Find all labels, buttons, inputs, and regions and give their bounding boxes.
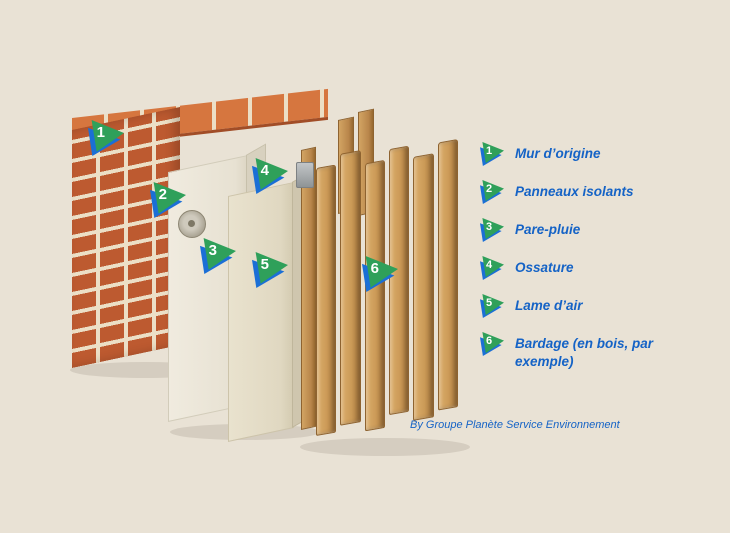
marker-number: 1 [96,123,105,141]
cladding-plank [364,159,385,432]
legend-item-label: Panneaux isolants [515,184,634,199]
legend-item-label: Pare-pluie [515,222,581,237]
diagram-marker-2: 2 [150,182,186,218]
marker-number: 3 [486,220,493,233]
mounting-bracket [296,162,314,188]
legend-marker-icon: 1 [480,142,504,166]
legend-item-3: 3 Pare-pluie [480,218,676,242]
legend-item-label: Lame d’air [515,298,583,313]
legend-marker-icon: 6 [480,332,504,356]
legend-item-4: 4 Ossature [480,256,676,280]
wall-layers-diagram: 1 2 3 4 5 6 [70,88,470,456]
marker-number: 6 [370,259,379,277]
cladding-plank [437,138,458,411]
legend-item-2: 2 Panneaux isolants [480,180,676,204]
marker-number: 4 [260,161,269,179]
legend-marker-icon: 3 [480,218,504,242]
attribution-text: By Groupe Planète Service Environnement [410,419,620,431]
legend-marker-icon: 5 [480,294,504,318]
legend-marker-icon: 2 [480,180,504,204]
legend-item-5: 5 Lame d’air [480,294,676,318]
legend-item-label: Bardage (en bois, par exemple) [515,336,654,369]
legend-item-label: Mur d’origine [515,146,601,161]
marker-number: 4 [486,258,493,271]
marker-number: 6 [486,334,493,347]
legend: 1 Mur d’origine 2 Panneaux isolants 3 Pa… [480,142,676,384]
cladding-plank [413,153,434,421]
diagram-marker-3: 3 [200,238,236,274]
legend-marker-icon: 4 [480,256,504,280]
cladding-plank [316,164,337,437]
cladding-plank [340,150,361,426]
rain-screen-layer [228,181,294,443]
ground-shadow [300,438,470,456]
diagram-marker-5: 5 [252,252,288,288]
diagram-marker-6: 6 [362,256,398,292]
insulation-anchor [178,210,206,238]
legend-item-6: 6 Bardage (en bois, par exemple) [480,332,676,370]
marker-number: 2 [486,182,493,195]
legend-item-label: Ossature [515,260,574,275]
marker-number: 5 [486,296,493,309]
frame-batten [301,146,316,430]
diagram-marker-4: 4 [252,158,288,194]
marker-number: 3 [208,241,217,259]
legend-item-1: 1 Mur d’origine [480,142,676,166]
diagram-marker-1: 1 [88,120,124,156]
marker-number: 5 [260,255,269,273]
marker-number: 2 [158,185,167,203]
marker-number: 1 [486,144,493,157]
